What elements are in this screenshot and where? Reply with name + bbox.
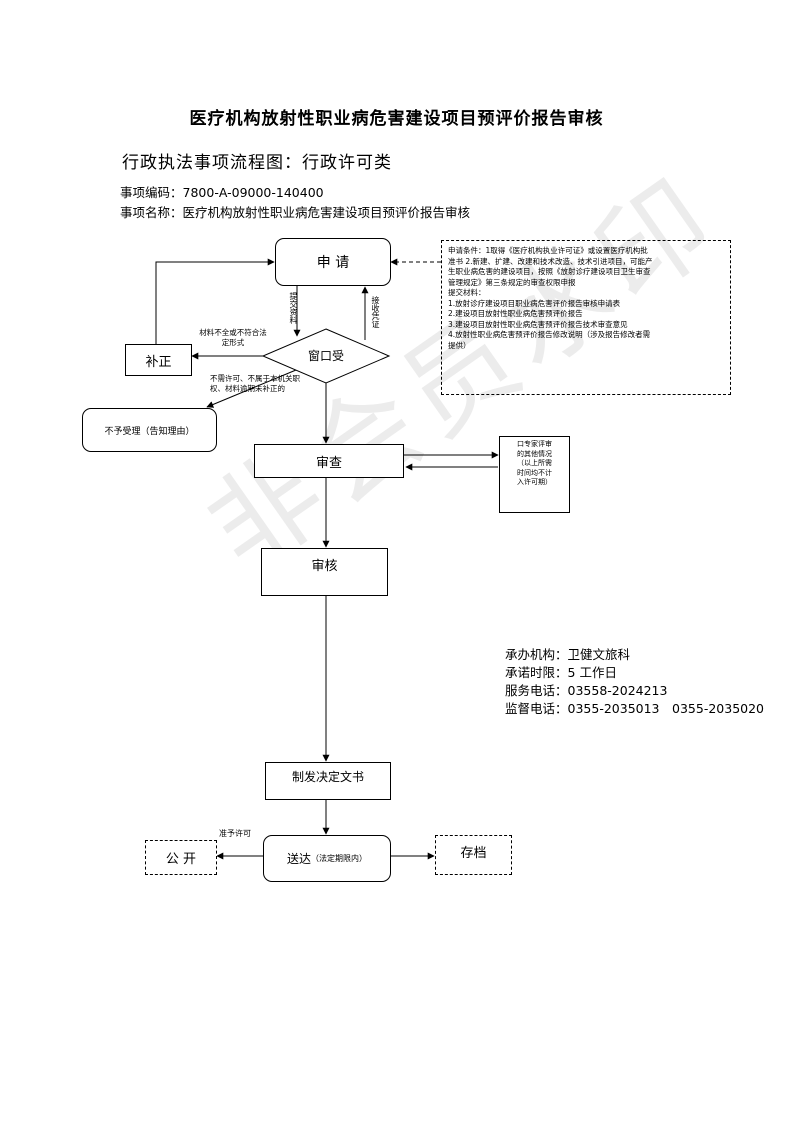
expert-line: （以上所需 bbox=[517, 459, 552, 467]
node-decision: 制发决定文书 bbox=[265, 762, 391, 800]
expert-text: 口专家评审 的其他情况 （以上所需 时间均不计 入许可期） bbox=[504, 440, 565, 488]
info-service: 服务电话：03558-2024213 bbox=[505, 682, 764, 700]
info-block: 承办机构：卫健文旅科 承诺时限：5 工作日 服务电话：03558-2024213… bbox=[505, 646, 764, 718]
item-code-value: 7800-A-09000-140400 bbox=[182, 185, 324, 200]
conditions-line: 管理规定》第三条规定的审查权限申报 bbox=[448, 277, 576, 287]
conditions-line: 申请条件：1取得《医疗机构执业许可证》或设置医疗机构批 bbox=[448, 246, 648, 255]
info-supervise-value: 0355-2035013 0355-2035020 bbox=[567, 701, 765, 716]
label-grant: 准予许可 bbox=[219, 829, 251, 838]
info-supervise-label: 监督电话： bbox=[505, 701, 568, 716]
conditions-text: 申请条件：1取得《医疗机构执业许可证》或设置医疗机构批 准书 2.新建、扩建、改… bbox=[448, 246, 724, 351]
conditions-line: 提交材料： bbox=[448, 288, 486, 297]
conditions-line: 4.放射性职业病危害预评价报告修改说明（涉及报告修改者需 bbox=[448, 330, 651, 339]
conditions-line: 1.放射诊疗建设项目职业病危害评价报告审核申请表 bbox=[448, 298, 621, 308]
expert-box: 口专家评审 的其他情况 （以上所需 时间均不计 入许可期） bbox=[499, 436, 570, 513]
item-name: 事项名称：医疗机构放射性职业病危害建设项目预评价报告审核 bbox=[120, 202, 470, 221]
node-review: 审查 bbox=[254, 444, 404, 478]
arrow-reject bbox=[206, 369, 297, 408]
info-service-label: 服务电话： bbox=[505, 683, 568, 698]
info-limit-label: 承诺时限： bbox=[505, 665, 568, 680]
node-supplement: 补正 bbox=[125, 344, 192, 376]
expert-line: 时间均不计 bbox=[517, 468, 552, 477]
item-name-value: 医疗机构放射性职业病危害建设项目预评价报告审核 bbox=[182, 205, 471, 220]
info-org-label: 承办机构： bbox=[505, 647, 568, 662]
conditions-line: 生职业病危害的建设项目，按照《放射诊疗建设项目卫生审查 bbox=[448, 267, 651, 276]
expert-line: 的其他情况 bbox=[517, 449, 552, 458]
node-apply: 申 请 bbox=[275, 238, 391, 286]
info-org: 承办机构：卫健文旅科 bbox=[505, 646, 764, 664]
page-subtitle: 行政执法事项流程图：行政许可类 bbox=[122, 153, 392, 173]
deliver-label: 送达 bbox=[286, 852, 311, 866]
conditions-line: 准书 2.新建、扩建、改建和技术改造、技术引进项目，可能产 bbox=[448, 256, 653, 266]
item-code-label: 事项编码： bbox=[120, 185, 183, 200]
node-publish: 公 开 bbox=[145, 840, 217, 875]
node-deliver: 送达（法定期限内） bbox=[263, 835, 391, 882]
expert-line: 口专家评审 bbox=[517, 440, 552, 448]
node-reject: 不予受理（告知理由） bbox=[82, 408, 217, 452]
label-receive-cert: 接收凭证 bbox=[371, 296, 380, 328]
conditions-line: 3.建设项目放射性职业病危害预评价报告技术审查意见 bbox=[448, 319, 628, 329]
label-incomplete: 材料不全或不符合法定形式 bbox=[199, 328, 267, 347]
page-title: 医疗机构放射性职业病危害建设项目预评价报告审核 bbox=[189, 109, 604, 129]
deliver-note: （法定期限内） bbox=[311, 854, 367, 863]
label-not-permit: 不需许可、不属于本机关职权、材料逾期未补正的 bbox=[210, 374, 300, 393]
info-supervise: 监督电话：0355-2035013 0355-2035020 bbox=[505, 700, 764, 718]
node-audit: 审核 bbox=[261, 548, 388, 596]
item-code: 事项编码：7800-A-09000-140400 bbox=[120, 182, 324, 201]
node-window: 窗口受 bbox=[307, 349, 344, 363]
label-submit-materials: 提交资料 bbox=[289, 292, 298, 324]
node-archive: 存档 bbox=[435, 835, 512, 875]
info-org-value: 卫健文旅科 bbox=[567, 647, 631, 662]
info-limit-value: 5 工作日 bbox=[567, 665, 617, 680]
conditions-box: 申请条件：1取得《医疗机构执业许可证》或设置医疗机构批 准书 2.新建、扩建、改… bbox=[441, 240, 731, 395]
arrow-resubmit bbox=[155, 258, 275, 344]
expert-line: 入许可期） bbox=[517, 478, 552, 486]
conditions-line: 提供） bbox=[448, 340, 471, 350]
info-service-value: 03558-2024213 bbox=[567, 683, 668, 698]
info-limit: 承诺时限：5 工作日 bbox=[505, 664, 764, 682]
item-name-label: 事项名称： bbox=[120, 205, 183, 220]
conditions-line: 2.建设项目放射性职业病危害预评价报告 bbox=[448, 309, 583, 318]
